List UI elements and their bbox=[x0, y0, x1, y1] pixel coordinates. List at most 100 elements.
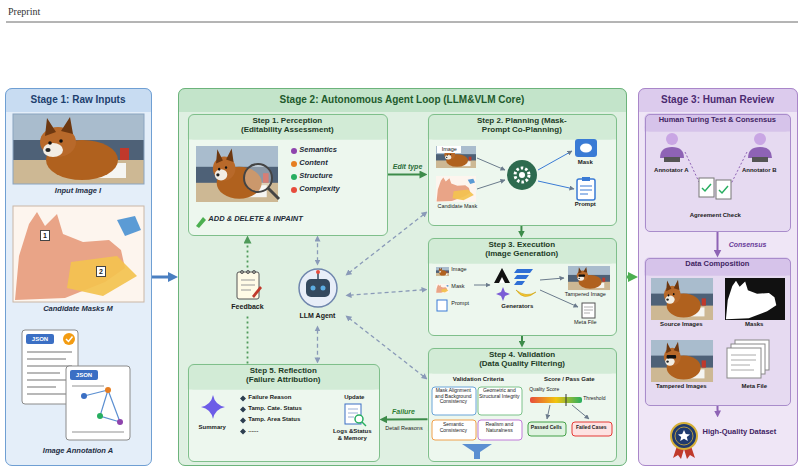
connector bbox=[717, 406, 719, 413]
validation-illustration bbox=[530, 397, 582, 403]
box-text: Summary bbox=[189, 424, 235, 431]
box-text: Image bbox=[451, 266, 481, 272]
planning-illustration bbox=[538, 181, 574, 189]
box-heading: Stage 2: Autonomous Agent Loop (LLM&VLM … bbox=[178, 94, 627, 106]
annotator-icons bbox=[754, 133, 766, 145]
running-header: Preprint bbox=[8, 6, 88, 18]
header-band bbox=[5, 88, 152, 112]
connector bbox=[317, 240, 318, 262]
json-document bbox=[66, 337, 73, 342]
execution-illustration bbox=[437, 300, 447, 311]
box-text: Logs &Status & Memory bbox=[330, 428, 374, 442]
header-rule bbox=[6, 22, 798, 23]
reflection-illustration bbox=[240, 396, 246, 435]
planning-illustration bbox=[436, 146, 476, 168]
step-box: Step 2. Planning (Mask-Prompt Co-Plannin… bbox=[428, 114, 617, 226]
perception-illustration bbox=[291, 161, 297, 167]
json-document bbox=[27, 352, 72, 394]
feedback-notepad bbox=[237, 271, 262, 300]
feedback-node: Feedback bbox=[224, 268, 272, 314]
step-box: Step 4. Validation (Data Quality Filteri… bbox=[428, 348, 617, 462]
planning-illustration bbox=[577, 179, 595, 200]
box-fill bbox=[188, 364, 380, 462]
header-band bbox=[428, 238, 617, 264]
box-text: Update bbox=[332, 394, 376, 401]
execution-illustration bbox=[474, 285, 490, 286]
json-document bbox=[97, 413, 103, 419]
agent-node: LLM Agent bbox=[290, 266, 346, 326]
image-panel: Image Annotation A bbox=[13, 324, 144, 460]
planning-illustration bbox=[507, 160, 537, 190]
connector bbox=[388, 174, 422, 176]
feedback-notepad bbox=[241, 271, 244, 274]
validation-illustration bbox=[566, 394, 567, 406]
connector bbox=[349, 318, 424, 377]
perception-illustration bbox=[291, 174, 297, 180]
header-band bbox=[645, 114, 791, 132]
feedback-notepad bbox=[253, 271, 256, 274]
json-document bbox=[84, 390, 120, 422]
dataset-thumbnails bbox=[651, 340, 713, 382]
json-document bbox=[81, 393, 87, 399]
box-fill bbox=[638, 88, 798, 466]
box-heading: Step 2. Planning (Mask-Prompt Co-Plannin… bbox=[468, 116, 576, 134]
dataset-badge bbox=[671, 423, 697, 449]
execution-illustration bbox=[436, 284, 449, 293]
header-band bbox=[638, 105, 798, 112]
box-text: Structure bbox=[299, 172, 381, 181]
box-text: Content bbox=[299, 159, 381, 168]
header-band bbox=[178, 88, 627, 112]
header-band bbox=[188, 114, 388, 140]
reflection-illustration bbox=[362, 422, 366, 426]
annotator-icons bbox=[716, 180, 731, 199]
execution-illustration bbox=[582, 303, 595, 318]
annotator-icons bbox=[752, 157, 768, 162]
box-text: Semantics bbox=[299, 146, 381, 155]
connector bbox=[717, 232, 719, 252]
dataset-thumbnails bbox=[667, 355, 676, 359]
agent-icon bbox=[316, 270, 320, 274]
dataset-thumbnails bbox=[651, 340, 713, 382]
box-text: Masks bbox=[718, 321, 790, 328]
annotator-icons bbox=[660, 133, 772, 199]
json-document bbox=[63, 333, 75, 345]
box-text: Failed Cases bbox=[571, 425, 611, 431]
agent-icon bbox=[299, 269, 337, 307]
box-heading: Candidate Masks M bbox=[13, 305, 144, 314]
execution-illustration bbox=[584, 307, 593, 313]
planning-illustration bbox=[515, 168, 529, 182]
box-heading: Step 5. Reflection (Failure Attribution) bbox=[241, 366, 326, 384]
execution-illustration bbox=[436, 267, 449, 276]
validation-illustration bbox=[432, 387, 476, 415]
validation-illustration bbox=[528, 422, 566, 436]
box-heading: Step 3. Execution (Image Generation) bbox=[479, 240, 564, 258]
box-heading: Step 1. Perception (Editability Assessme… bbox=[237, 116, 337, 134]
box-text: Score / Pass Gate bbox=[527, 376, 611, 383]
feedback-notepad bbox=[252, 286, 262, 298]
annotator-icons bbox=[699, 178, 714, 197]
box-text: Tampered Images bbox=[643, 383, 719, 390]
annotator-icons bbox=[660, 147, 684, 158]
box-fill bbox=[178, 88, 627, 466]
perception-illustration bbox=[196, 217, 206, 228]
stage-panel: Stage 3: Human ReviewHuman Turing Test &… bbox=[638, 88, 798, 466]
box-text: Source Images bbox=[643, 321, 719, 328]
box-text: Tampered Image bbox=[557, 291, 613, 297]
connector bbox=[349, 214, 424, 273]
agent-icon bbox=[321, 286, 326, 291]
connector bbox=[247, 241, 249, 267]
edge-label: Failure bbox=[391, 408, 416, 416]
box-fill bbox=[178, 88, 627, 466]
edge-label: Edit type bbox=[392, 162, 424, 170]
header-band bbox=[645, 271, 791, 276]
box-heading: Stage 1: Raw Inputs bbox=[5, 94, 152, 106]
feedback-notepad bbox=[247, 271, 250, 274]
image-panel: Candidate Masks M bbox=[13, 206, 144, 318]
callout-number: 1 bbox=[40, 230, 50, 241]
planning-illustration bbox=[580, 186, 592, 194]
edge-label: Consensus bbox=[728, 240, 768, 248]
file-tag: JSON bbox=[26, 336, 54, 343]
box-text: Passed Cells bbox=[527, 425, 565, 431]
validation-illustration bbox=[572, 422, 612, 436]
